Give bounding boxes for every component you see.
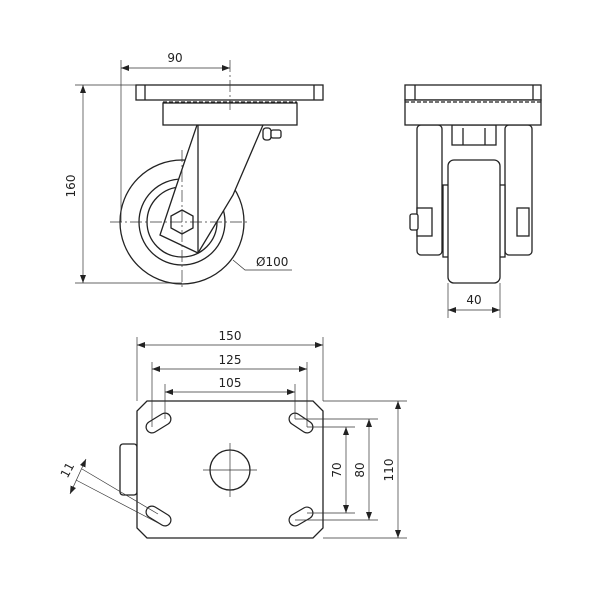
- kingpin-nut: [451, 124, 497, 146]
- dim-80-label: 80: [353, 462, 367, 477]
- dim-40-label: 40: [466, 293, 481, 307]
- front-view: 40: [404, 84, 542, 318]
- wheel-front: [447, 159, 501, 284]
- top-plate-front: [404, 84, 542, 101]
- top-plate: [135, 84, 324, 101]
- dim-70-label: 70: [330, 462, 344, 477]
- grease-nipple-icon: [262, 127, 272, 141]
- dim-160-label: 160: [64, 175, 78, 198]
- dim-90-label: 90: [167, 51, 182, 65]
- dim-150-label: 150: [219, 329, 242, 343]
- slot-holes: [145, 412, 314, 527]
- dim-diameter-label: Ø100: [256, 255, 288, 269]
- plate-view: 150 125 105 70 80 110 11: [58, 329, 407, 539]
- dim-125-label: 125: [219, 353, 242, 367]
- side-lump: [119, 443, 138, 496]
- dim-110-label: 110: [382, 459, 396, 482]
- swivel-head-front: [404, 99, 542, 126]
- dim-11-label: 11: [58, 460, 78, 480]
- axle-bolt: [409, 213, 419, 231]
- axle-nut-left: [416, 207, 433, 237]
- dim-105-label: 105: [219, 376, 242, 390]
- side-view: 90 160 Ø100: [64, 51, 324, 290]
